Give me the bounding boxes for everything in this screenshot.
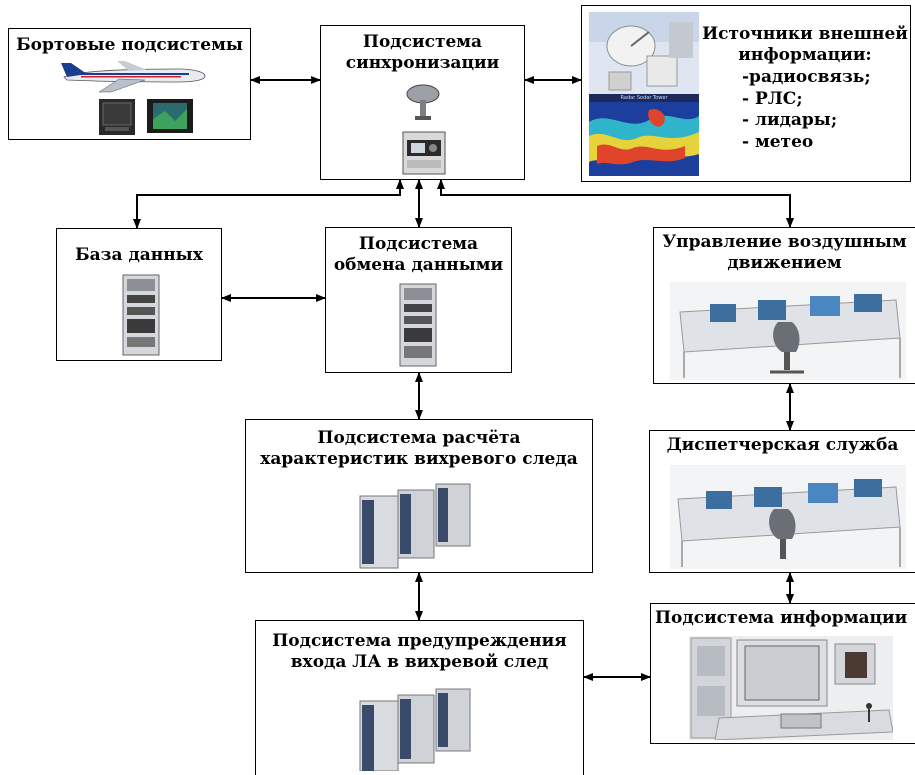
wake-warning-title: Подсистема предупреждения входа ЛА в вих… bbox=[272, 631, 567, 672]
information-subsystem-box: Подсистема информации bbox=[650, 603, 915, 744]
external-info-item-meteo: - метео bbox=[742, 131, 814, 152]
server-cluster-icon bbox=[359, 688, 471, 771]
air-traffic-control-box: Управление воздушным движением bbox=[653, 227, 915, 384]
external-info-item-radio: -радиосвязь; bbox=[742, 67, 871, 87]
dispatch-service-box: Диспетчерская служба bbox=[649, 430, 915, 573]
wake-calculation-box: Подсистема расчёта характеристик вихрево… bbox=[245, 419, 593, 573]
external-info-item-radar: - РЛС; bbox=[742, 88, 803, 109]
cockpit-display-icon bbox=[147, 99, 193, 133]
server-rack-icon bbox=[399, 283, 437, 367]
sync-subsystem-title: Подсистема синхронизации bbox=[345, 32, 500, 73]
weather-panel-caption: Radar Sodar Tower bbox=[589, 94, 699, 102]
external-info-box: Radar Sodar Tower Источники внешней инфо… bbox=[581, 5, 911, 182]
arrow-sync-database bbox=[133, 179, 404, 229]
data-exchange-box: Подсистема обмена данными bbox=[325, 227, 512, 373]
wake-warning-box: Подсистема предупреждения входа ЛА в вих… bbox=[255, 620, 584, 775]
external-info-item-lidar: - лидары; bbox=[742, 110, 838, 130]
airplane-icon bbox=[61, 61, 206, 93]
onboard-subsystems-title: Бортовые подсистемы bbox=[16, 35, 243, 55]
server-rack-icon bbox=[122, 274, 160, 356]
data-exchange-title: Подсистема обмена данными bbox=[333, 234, 504, 275]
server-cluster-icon bbox=[359, 483, 471, 569]
dispatch-console-image bbox=[670, 465, 906, 569]
database-title: База данных bbox=[75, 245, 203, 265]
external-info-title: Источники внешней информации: bbox=[702, 24, 908, 65]
arrow-sync-atc bbox=[437, 179, 794, 228]
atc-console-image bbox=[670, 282, 906, 380]
info-workstation-image bbox=[689, 636, 893, 740]
sync-subsystem-box: Подсистема синхронизации bbox=[320, 25, 525, 180]
wake-calculation-title: Подсистема расчёта характеристик вихрево… bbox=[260, 428, 578, 469]
air-traffic-control-title: Управление воздушным движением bbox=[662, 232, 907, 273]
external-info-list: -радиосвязь; - РЛС; - лидары; - метео bbox=[742, 67, 871, 153]
satellite-dish-image bbox=[589, 12, 699, 94]
sync-device-icon bbox=[402, 131, 446, 175]
dispatch-service-title: Диспетчерская служба bbox=[666, 435, 899, 455]
weather-radar-map-image bbox=[589, 102, 699, 176]
onboard-subsystems-box: Бортовые подсистемы bbox=[8, 28, 251, 140]
database-box: База данных bbox=[56, 228, 222, 361]
information-subsystem-title: Подсистема информации bbox=[655, 608, 908, 628]
gps-antenna-icon bbox=[406, 84, 440, 120]
onboard-computer-icon bbox=[99, 99, 135, 135]
